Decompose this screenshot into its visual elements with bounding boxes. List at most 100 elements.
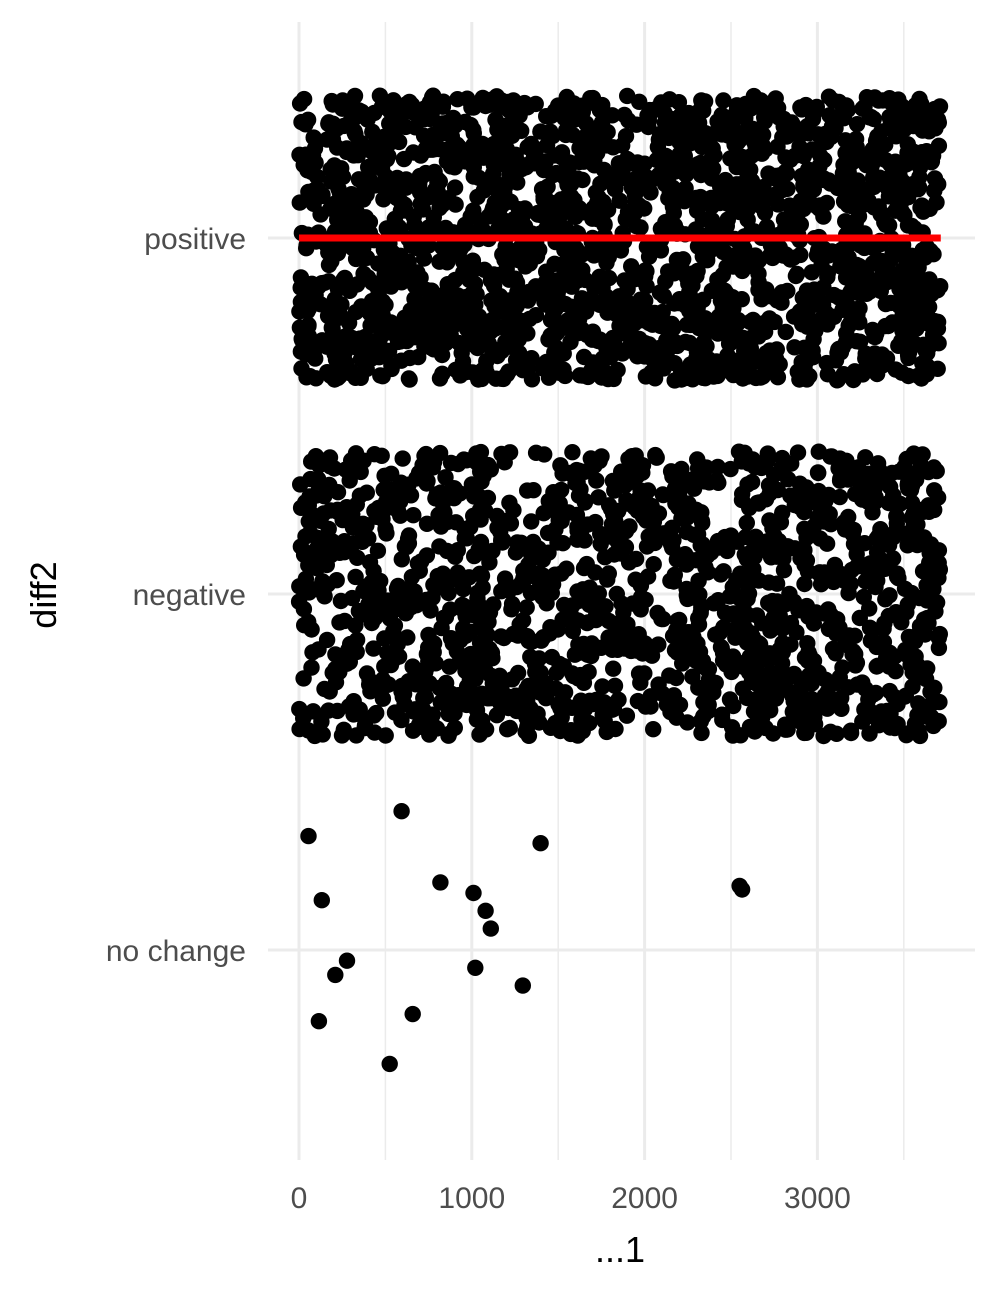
data-point-negative bbox=[386, 704, 404, 721]
data-point-positive bbox=[794, 289, 811, 306]
data-point-negative bbox=[832, 470, 849, 488]
data-point-negative bbox=[366, 502, 383, 520]
y-tick-label: negative bbox=[133, 579, 246, 612]
data-point-negative bbox=[411, 562, 428, 579]
data-point-negative bbox=[351, 487, 369, 504]
data-point-positive bbox=[389, 324, 406, 341]
data-point-negative bbox=[922, 683, 939, 700]
data-point-negative bbox=[779, 471, 797, 488]
data-point-positive bbox=[605, 370, 622, 388]
data-point-negative bbox=[810, 513, 827, 530]
data-point-negative bbox=[469, 590, 486, 607]
data-point-negative bbox=[668, 669, 685, 687]
data-point-positive bbox=[553, 270, 570, 287]
data-point-positive bbox=[724, 114, 741, 131]
data-point-positive bbox=[692, 353, 709, 371]
data-point-positive bbox=[892, 160, 909, 177]
data-point-negative bbox=[393, 551, 410, 568]
data-point-positive bbox=[848, 256, 865, 274]
data-point-positive bbox=[856, 239, 873, 257]
data-point-negative bbox=[824, 562, 841, 580]
data-point-negative bbox=[627, 550, 645, 568]
data-point-negative bbox=[310, 641, 327, 658]
data-point-positive bbox=[782, 151, 799, 168]
data-point-positive bbox=[377, 296, 394, 314]
data-point-positive bbox=[595, 193, 612, 211]
data-point-negative bbox=[674, 655, 691, 672]
data-point-negative bbox=[347, 445, 365, 462]
data-point-positive bbox=[292, 269, 310, 286]
data-point-positive bbox=[637, 262, 654, 279]
data-point-positive bbox=[508, 297, 525, 315]
data-point-negative bbox=[769, 481, 786, 499]
data-point-positive bbox=[323, 319, 340, 336]
data-point-negative bbox=[931, 625, 948, 643]
data-point-positive bbox=[298, 369, 315, 386]
data-point-negative bbox=[351, 701, 368, 718]
data-point-negative bbox=[700, 671, 718, 688]
data-point-negative bbox=[873, 468, 890, 485]
data-point-positive bbox=[601, 170, 618, 187]
data-point-positive bbox=[623, 258, 640, 275]
data-point-negative bbox=[418, 515, 436, 532]
data-point-positive bbox=[346, 220, 363, 237]
data-point-negative bbox=[501, 719, 518, 737]
data-point-negative bbox=[361, 554, 379, 571]
data-point-positive bbox=[778, 165, 796, 182]
data-point-negative bbox=[570, 487, 588, 504]
x-tick-label: 3000 bbox=[784, 1182, 851, 1215]
data-point-positive bbox=[895, 266, 912, 283]
data-point-negative bbox=[295, 546, 313, 563]
data-point-positive bbox=[584, 245, 602, 262]
data-point-negative bbox=[583, 647, 600, 665]
data-point-positive bbox=[507, 351, 525, 369]
data-point-positive bbox=[491, 266, 508, 283]
data-point-positive bbox=[416, 311, 433, 328]
data-point-negative bbox=[315, 505, 332, 522]
data-point-positive bbox=[846, 363, 863, 380]
data-point-negative bbox=[553, 512, 570, 530]
data-point-positive bbox=[725, 366, 742, 384]
data-point-positive bbox=[504, 123, 521, 140]
data-point-positive bbox=[697, 319, 714, 336]
data-point-positive bbox=[777, 323, 794, 341]
data-point-positive bbox=[756, 113, 773, 130]
data-point-negative bbox=[786, 540, 803, 557]
data-point-positive bbox=[509, 251, 527, 269]
data-point-negative bbox=[762, 622, 779, 639]
data-point-positive bbox=[373, 340, 390, 357]
data-point-positive bbox=[375, 241, 393, 258]
data-point-negative bbox=[534, 589, 551, 606]
data-point-positive bbox=[926, 313, 944, 330]
data-point-positive bbox=[553, 256, 570, 274]
data-point-positive bbox=[835, 193, 853, 210]
data-point-negative bbox=[394, 450, 411, 467]
data-point-positive bbox=[512, 102, 529, 119]
data-point-positive bbox=[650, 166, 668, 183]
data-point-positive bbox=[360, 158, 377, 176]
data-point-negative bbox=[785, 665, 803, 683]
data-point-positive bbox=[743, 346, 761, 363]
data-point-negative bbox=[327, 646, 344, 663]
data-point-positive bbox=[651, 284, 669, 301]
data-point-negative bbox=[520, 556, 537, 573]
data-point-negative bbox=[471, 488, 489, 506]
data-point-positive bbox=[734, 262, 751, 280]
data-point-no-change bbox=[310, 1013, 328, 1030]
data-point-negative bbox=[887, 604, 905, 621]
data-point-negative bbox=[592, 525, 609, 542]
data-point-negative bbox=[713, 639, 730, 657]
data-point-negative bbox=[887, 663, 904, 680]
data-point-positive bbox=[901, 282, 918, 300]
data-point-positive bbox=[590, 358, 607, 375]
data-point-positive bbox=[392, 193, 410, 211]
data-point-positive bbox=[381, 183, 399, 200]
data-point-negative bbox=[831, 488, 848, 506]
data-point-positive bbox=[779, 248, 796, 265]
data-point-negative bbox=[301, 524, 319, 541]
data-point-negative bbox=[376, 467, 393, 484]
data-point-negative bbox=[466, 607, 483, 624]
data-point-positive bbox=[382, 278, 400, 295]
data-point-negative bbox=[520, 727, 538, 744]
